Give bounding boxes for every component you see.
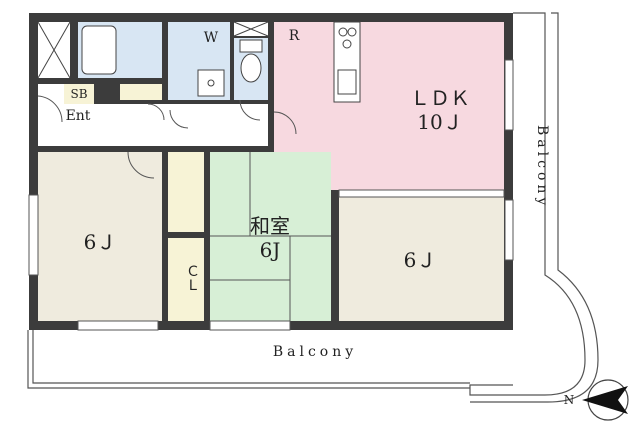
closet-label: ＣＬ	[184, 264, 200, 292]
east-room-floor	[339, 197, 504, 321]
entrance-label: Ent	[65, 108, 91, 124]
washitsu-name: 和室	[250, 214, 290, 238]
kitchen-counter	[333, 21, 361, 103]
windows	[28, 59, 514, 331]
bathtub	[81, 25, 117, 75]
washbasin	[197, 69, 225, 97]
pipe-shaft-cross	[37, 21, 269, 79]
compass-label: N	[563, 393, 575, 407]
washitsu-size: 6J	[259, 238, 281, 262]
hallway-floor	[62, 104, 268, 146]
balcony-outline	[27, 12, 599, 403]
east-balcony-label: Balcony	[534, 125, 550, 210]
toilet	[239, 39, 263, 83]
upper-closet	[168, 152, 204, 232]
fridge-label: R	[288, 28, 300, 44]
shoe-box	[64, 84, 94, 104]
north-arrow-icon	[582, 386, 628, 414]
ldk-size: 10Ｊ	[417, 110, 463, 134]
lower-closet	[168, 238, 204, 321]
shoe-box-label: SB	[70, 87, 88, 101]
south-balcony-label: Balcony	[272, 344, 358, 360]
hall-shelf	[120, 84, 162, 100]
door-swings	[37, 95, 297, 179]
west-room-floor	[38, 152, 162, 321]
compass	[582, 379, 629, 421]
ldk-name: ＬＤＫ	[410, 86, 470, 110]
tatami-lines	[210, 152, 331, 321]
washer-label: W	[203, 30, 219, 46]
west-room-size: 6Ｊ	[83, 230, 117, 254]
east-room-size: 6Ｊ	[403, 248, 437, 272]
